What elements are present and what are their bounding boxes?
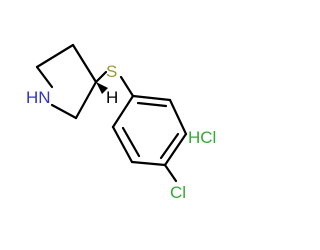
bond-c2-c3 — [35, 43, 75, 69]
bond-c-cl — [163, 163, 178, 183]
molecule-diagram: HN S H Cl HCl — [26, 43, 216, 202]
bond-s-caryl — [119, 75, 135, 98]
bond-ar-1-inner — [136, 101, 168, 108]
bond-ar-6 — [111, 94, 135, 129]
bond-ar-1 — [131, 94, 172, 102]
bond-ar-4 — [130, 160, 167, 167]
hcl-label: HCl — [188, 128, 216, 147]
sulfur-label: S — [106, 62, 117, 81]
bond-c4-s — [94, 70, 108, 84]
bond-c3-c4 — [71, 43, 98, 84]
bond-ar-2 — [168, 98, 188, 136]
bond-n-c5 — [50, 103, 78, 120]
bond-ar-5 — [111, 125, 134, 164]
bond-c4-c5 — [74, 80, 98, 120]
bond-ar-5-inner — [121, 126, 141, 158]
stereo-wedge-bond — [96, 82, 108, 94]
bond-ar-3-inner — [159, 132, 180, 160]
bond-n-c2 — [35, 65, 54, 89]
hydrogen-label: H — [106, 88, 118, 107]
bonds — [35, 43, 188, 183]
bond-ar-3 — [163, 132, 188, 167]
chlorine-label: Cl — [170, 183, 186, 202]
nh-label: HN — [26, 88, 51, 107]
